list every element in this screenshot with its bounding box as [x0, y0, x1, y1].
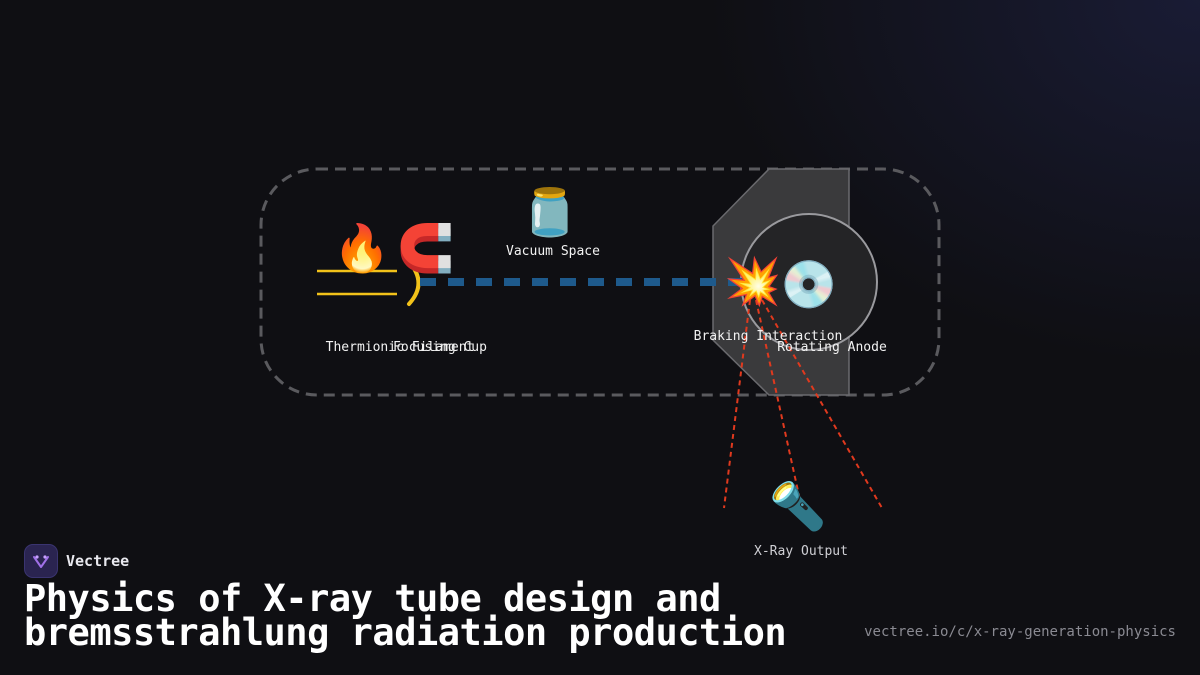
collision-icon: 💥	[724, 254, 781, 309]
label-rotating-anode: Rotating Anode	[777, 340, 887, 355]
label-focusing-cup: Focusing Cup	[393, 340, 487, 355]
focusing-cup-arc	[407, 260, 421, 306]
brand: Vectree	[24, 544, 129, 578]
label-vacuum-space: Vacuum Space	[506, 244, 600, 259]
vectree-logo-icon	[24, 544, 58, 578]
xray-ray-right	[761, 299, 883, 509]
xray-ray-center	[755, 299, 801, 501]
label-thermionic-filament: Thermionic Filament	[326, 340, 475, 355]
source-url[interactable]: vectree.io/c/x-ray-generation-physics	[864, 624, 1176, 640]
label-xray-output: X-Ray Output	[754, 544, 848, 559]
jar-icon: 🫙	[521, 185, 578, 239]
fire-icon: 🔥	[333, 221, 390, 275]
page-title: Physics of X-ray tube design and bremsst…	[24, 577, 787, 654]
flashlight-icon: 🔦	[769, 479, 826, 534]
magnet-icon: 🧲	[397, 221, 454, 275]
tube-envelope	[259, 167, 941, 397]
disc-icon: 💿	[780, 257, 837, 312]
xray-ray-left	[723, 299, 751, 509]
label-braking-interaction: Braking Interaction	[694, 329, 843, 344]
brand-name: Vectree	[66, 552, 130, 570]
